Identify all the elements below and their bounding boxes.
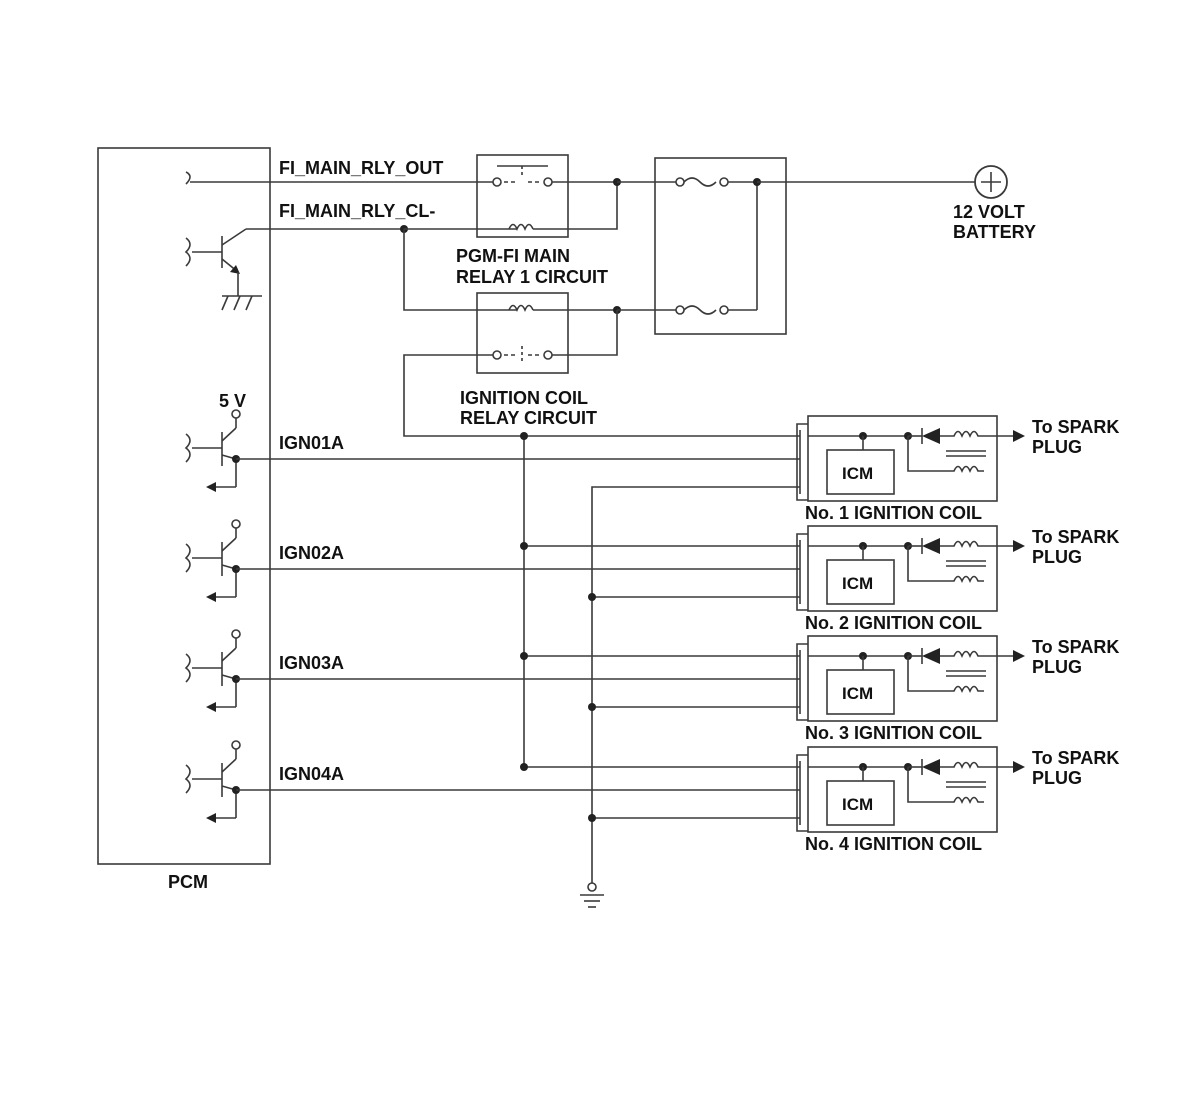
arrow-right-icon — [1013, 761, 1025, 773]
junction-dot — [588, 703, 596, 711]
icm-box — [826, 559, 895, 605]
ignition-coil-label: No. 3 IGNITION COIL — [805, 723, 982, 743]
spark-plug-label-2: PLUG — [1032, 547, 1082, 567]
spark-plug-label-1: To SPARK — [1032, 748, 1119, 768]
ground-bus — [591, 486, 800, 885]
spark-plug-label-2: PLUG — [1032, 768, 1082, 788]
pcm-label: PCM — [168, 872, 208, 892]
ignition-coil-box — [807, 415, 998, 502]
icm-box — [826, 669, 895, 715]
spark-plug-label-1: To SPARK — [1032, 637, 1119, 657]
ignition-coil-relay — [476, 292, 617, 374]
junction-dot — [520, 542, 528, 550]
icm-box — [826, 780, 895, 826]
transistor-icon — [184, 418, 237, 492]
junction-dot — [520, 432, 528, 440]
connector-icon — [185, 171, 191, 185]
fuse-icon — [683, 177, 717, 187]
ignition-coil-label: No. 4 IGNITION COIL — [805, 834, 982, 854]
spark-plug-label-2: PLUG — [1032, 657, 1082, 677]
five-v-label: 5 V — [219, 391, 246, 411]
ign-relay-label-1: IGNITION COIL — [460, 388, 588, 408]
pcm-box — [97, 147, 271, 865]
coil-winding-icon — [938, 465, 984, 473]
ignition-coil-label: No. 1 IGNITION COIL — [805, 503, 982, 523]
main-relay-label-2: RELAY 1 CIRCUIT — [456, 267, 608, 287]
fuse-box — [617, 157, 787, 335]
diode-icon — [908, 648, 940, 664]
relay-coil-icon — [508, 223, 534, 231]
coil-connector-icon — [796, 754, 808, 832]
main-relay-coil-return — [568, 182, 618, 230]
spark-plug-label-1: To SPARK — [1032, 527, 1119, 547]
fi-main-rly-cl-label: FI_MAIN_RLY_CL- — [279, 201, 435, 221]
ign-signal-label: IGN03A — [279, 653, 344, 673]
ignition-coil-box — [807, 746, 998, 833]
battery-label-1: 12 VOLT — [953, 202, 1025, 222]
ign-relay-coil-feed — [403, 229, 517, 311]
coil-winding-icon — [940, 650, 984, 658]
ground-icon — [580, 882, 604, 908]
coil-winding-icon — [940, 540, 984, 548]
arrow-right-icon — [1013, 650, 1025, 662]
coil-winding-icon — [940, 761, 984, 769]
icm-label: ICM — [842, 795, 873, 814]
ign-signal-label: IGN01A — [279, 433, 344, 453]
transistor-icon — [184, 528, 237, 602]
ign-signal-label: IGN04A — [279, 764, 344, 784]
ignition-coil-box — [807, 635, 998, 722]
main-relay-label-1: PGM-FI MAIN — [456, 246, 570, 266]
pgm-fi-main-relay — [476, 154, 569, 238]
ignition-coil-box — [807, 525, 998, 612]
transistor-icon — [184, 638, 237, 712]
ign-signal-label: IGN02A — [279, 543, 344, 563]
coil-winding-icon — [938, 575, 984, 583]
coil-winding-icon — [940, 430, 984, 438]
arrow-right-icon — [1013, 540, 1025, 552]
spark-plug-label-2: PLUG — [1032, 437, 1082, 457]
terminal-icon — [231, 629, 241, 639]
coil-connector-icon — [796, 533, 808, 611]
fi-main-rly-out-label: FI_MAIN_RLY_OUT — [279, 158, 443, 178]
spark-plug-label-1: To SPARK — [1032, 417, 1119, 437]
transistor-icon — [184, 228, 262, 311]
battery-label-2: BATTERY — [953, 222, 1036, 242]
coil-winding-icon — [938, 685, 984, 693]
junction-dot — [588, 814, 596, 822]
ign-relay-label-2: RELAY CIRCUIT — [460, 408, 597, 428]
ignition-coil-label: No. 2 IGNITION COIL — [805, 613, 982, 633]
relay-coil-icon — [508, 304, 534, 312]
terminal-icon — [231, 740, 241, 750]
icm-label: ICM — [842, 684, 873, 703]
icm-label: ICM — [842, 574, 873, 593]
arrow-right-icon — [1013, 430, 1025, 442]
junction-dot — [588, 593, 596, 601]
coil-connector-icon — [796, 423, 808, 501]
battery-plus-icon — [974, 165, 1008, 199]
fuse-icon — [683, 305, 717, 315]
terminal-icon — [231, 409, 241, 419]
diode-icon — [908, 428, 940, 444]
coil-connector-icon — [796, 643, 808, 721]
ign-relay-contact-wire — [552, 310, 618, 356]
icm-label: ICM — [842, 464, 873, 483]
junction-dot — [520, 652, 528, 660]
junction-dot — [520, 763, 528, 771]
diode-icon — [908, 759, 940, 775]
terminal-icon — [231, 519, 241, 529]
diode-icon — [908, 538, 940, 554]
icm-box — [826, 449, 895, 495]
transistor-icon — [184, 749, 237, 823]
coil-winding-icon — [938, 796, 984, 804]
ign-relay-output-wire — [403, 354, 800, 437]
